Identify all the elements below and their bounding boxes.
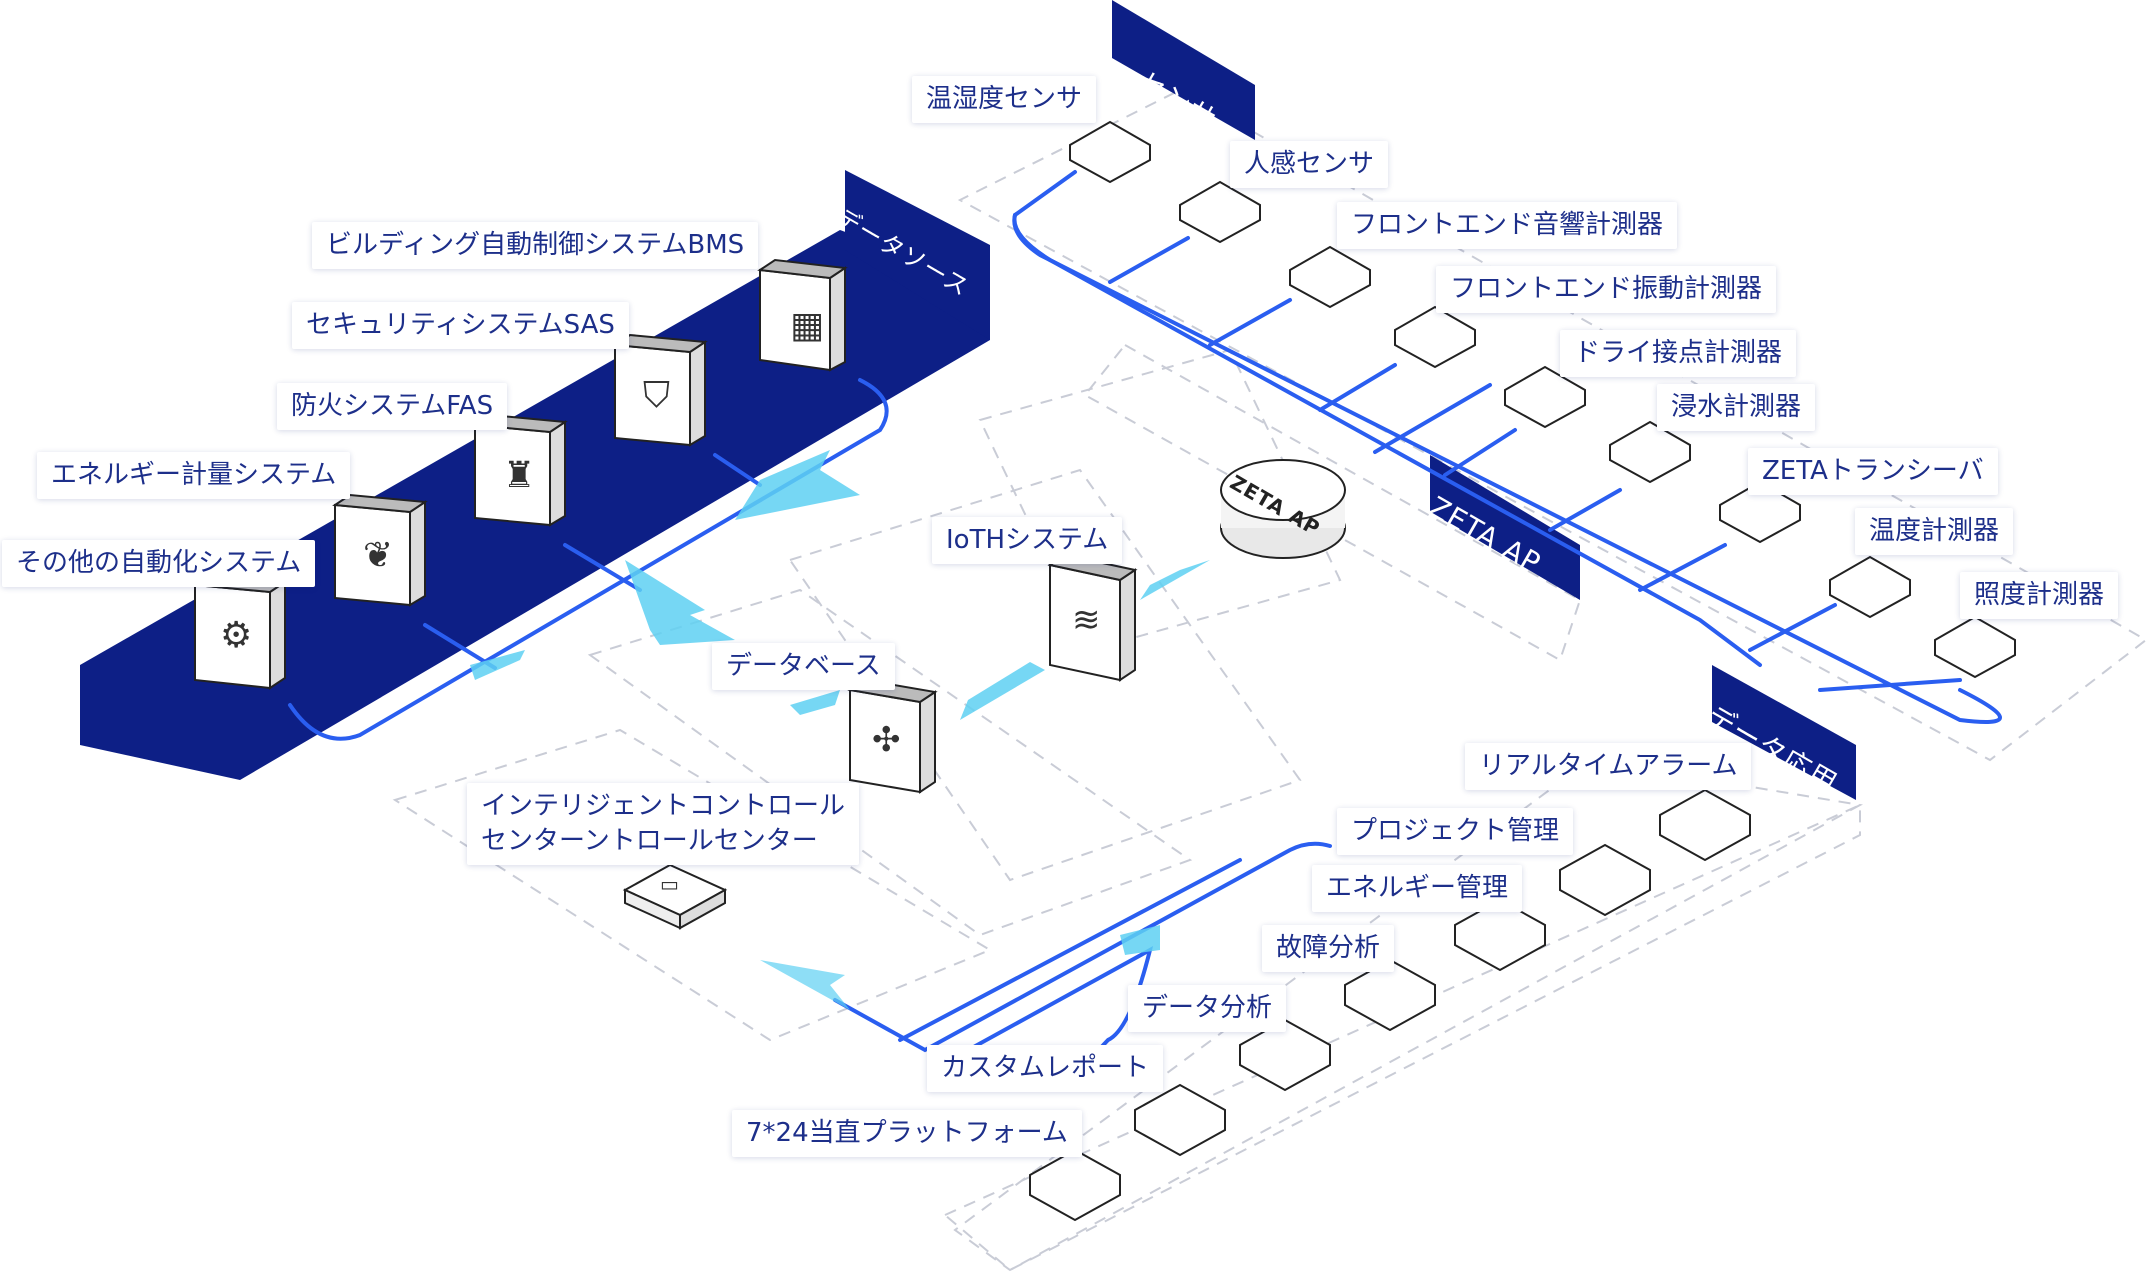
- database-device: [847, 678, 938, 794]
- label-other-automation: その他の自動化システム: [2, 540, 316, 588]
- arrow-app-up: [1120, 925, 1160, 955]
- app-device-2: [1559, 843, 1651, 917]
- ioth-zone-outline: [978, 348, 1342, 652]
- sensor-line-8: [1748, 603, 1837, 652]
- label-control-center: インテリジェントコントロール センターントロールセンター: [467, 783, 860, 866]
- label-project-management: プロジェクト管理: [1337, 808, 1574, 856]
- sas-device: [612, 333, 708, 447]
- zeta-ap-hub: [1220, 459, 1346, 559]
- ap-zone-outline: [1083, 343, 1582, 662]
- label-sas: セキュリティシステムSAS: [292, 302, 629, 350]
- label-motion-sensor: 人感センサ: [1230, 141, 1389, 189]
- sensor-device-4: [1394, 305, 1476, 369]
- app-zone-outline: [943, 803, 1861, 1272]
- gears-icon: ⚙: [220, 615, 253, 656]
- app-line-upper: [833, 841, 1332, 1053]
- data-app-banner: [1712, 665, 1856, 800]
- label-dry-contact-meter: ドライ接点計測器: [1560, 330, 1797, 378]
- app-device-1: [1659, 788, 1751, 862]
- source-loop: [288, 378, 889, 741]
- label-zeta-transceiver: ZETAトランシーバ: [1748, 448, 1998, 496]
- energy-device: [332, 493, 428, 607]
- label-flood-meter: 浸水計測器: [1657, 384, 1816, 432]
- control-zone-outline: [392, 728, 993, 1042]
- sensor-devices: [1069, 120, 2016, 679]
- label-fas: 防火システムFAS: [277, 383, 508, 431]
- flow-arrows: [470, 450, 1210, 1010]
- label-data-analysis: データ分析: [1128, 985, 1287, 1033]
- data-source-banner: [845, 170, 990, 340]
- label-energy-metering: エネルギー計量システム: [37, 452, 351, 500]
- label-vibration-meter: フロントエンド振動計測器: [1436, 266, 1777, 314]
- control-center-device: [622, 863, 728, 930]
- label-energy-management: エネルギー管理: [1312, 865, 1523, 913]
- arrow-ap-to-ioth: [1140, 560, 1210, 600]
- sensor-device-1: [1069, 120, 1151, 184]
- database-zone-outline: [788, 468, 1302, 882]
- source-line-fas: [563, 543, 642, 592]
- arrow-control-to-app: [760, 960, 850, 1010]
- center-devices: [622, 459, 1346, 930]
- sensor-trunk-2: [1012, 213, 1762, 667]
- sensor-device-3: [1289, 245, 1371, 309]
- source-line-energy: [423, 623, 497, 670]
- sensor-line-7: [1638, 543, 1727, 592]
- sensor-line-5: [1443, 428, 1517, 477]
- arrow-db-in: [790, 690, 840, 715]
- building-icon: ▦: [790, 305, 825, 346]
- label-duty-platform: 7*24当直プラットフォーム: [732, 1110, 1082, 1158]
- sensor-line-6: [1548, 488, 1622, 532]
- sensor-device-9: [1934, 615, 2016, 679]
- arrow-bms-to-db: [735, 450, 860, 520]
- leaf-icon: ❦: [363, 535, 394, 576]
- hydrant-icon: ♜: [503, 455, 536, 496]
- ioth-device: [1047, 553, 1138, 682]
- label-temp-humidity-sensor: 温湿度センサ: [912, 76, 1097, 124]
- sensor-line-1: [1108, 236, 1190, 284]
- sensor-device-6: [1609, 420, 1691, 484]
- sensor-banner: [1112, 0, 1255, 140]
- label-ioth-system: IoTHシステム: [932, 517, 1123, 565]
- data-source-devices: [192, 258, 848, 690]
- sensor-device-5: [1504, 365, 1586, 429]
- app-device-6: [1134, 1083, 1226, 1157]
- label-temperature-meter: 温度計測器: [1855, 508, 2014, 556]
- arrow-fas-to-db: [625, 560, 735, 645]
- sensor-line-9: [1818, 678, 1962, 692]
- app-device-7: [1029, 1148, 1121, 1222]
- application-devices: [1029, 788, 1751, 1222]
- sensor-line-4: [1373, 383, 1492, 454]
- sensor-line-3: [1318, 363, 1397, 412]
- label-illuminance-meter: 照度計測器: [1960, 572, 2119, 620]
- label-realtime-alarm: リアルタイムアラーム: [1465, 743, 1752, 791]
- arrow-ioth-to-db: [960, 662, 1045, 720]
- app-line-mid: [898, 858, 1242, 1042]
- app-zone-outline-2: [953, 758, 1864, 1272]
- network-icon: ✣: [872, 720, 901, 760]
- arrow-energy: [470, 650, 525, 680]
- label-acoustic-meter: フロントエンド音響計測器: [1337, 202, 1678, 250]
- monitor-icon: ▭: [660, 872, 679, 896]
- shield-icon: ⛉: [643, 375, 671, 416]
- label-fault-analysis: 故障分析: [1262, 925, 1395, 973]
- label-database: データベース: [712, 643, 895, 691]
- sensor-device-8: [1829, 555, 1911, 619]
- sensor-device-2: [1179, 180, 1261, 244]
- wifi-icon: ≋: [1072, 600, 1101, 640]
- label-custom-report: カスタムレポート: [927, 1045, 1164, 1093]
- source-line-sas: [713, 453, 762, 487]
- sensor-line-2: [1208, 298, 1292, 347]
- label-bms: ビルディング自動制御システムBMS: [312, 222, 759, 270]
- bms-device: [757, 258, 848, 372]
